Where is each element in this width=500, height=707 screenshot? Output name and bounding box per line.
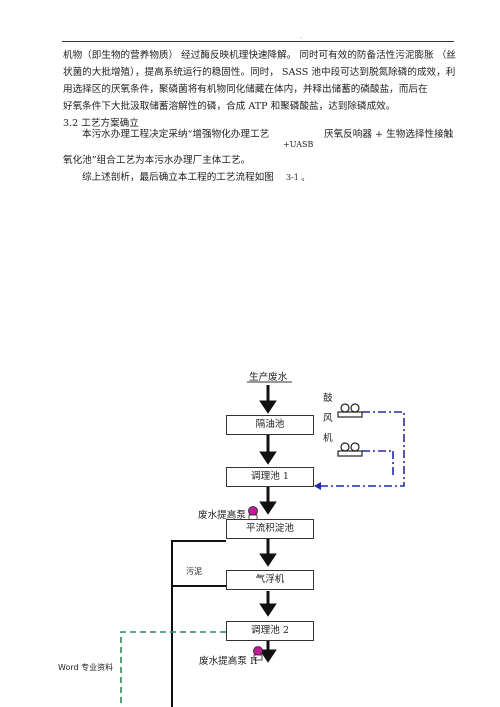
section-heading: 3.2 工艺方案确立 xyxy=(63,118,139,129)
sludge-label: 污泥 xyxy=(186,567,202,576)
pump-label-2: 废水提高泵 II xyxy=(199,656,258,667)
flow-arrows xyxy=(259,385,277,663)
tank-equalization-2: 调理池 2 xyxy=(226,621,314,641)
blower-label-char-3: 机 xyxy=(323,433,333,444)
tank-flotation: 气浮机 xyxy=(226,570,314,590)
figure-ref: 3-1 。 xyxy=(286,173,310,182)
pump-label-1: 废水提高泵 xyxy=(198,510,246,521)
uasb-label: +UASB xyxy=(283,140,314,149)
body-line-3: 用选择区的厌氧条件，聚磷菌将有机物同化储藏在体内，并释出储蓄的磷酸盐，而后在 xyxy=(63,84,428,95)
arrowhead-3 xyxy=(259,501,277,515)
source-label: 生产废水 xyxy=(249,372,288,383)
tank-grease-trap: 隔油池 xyxy=(226,415,314,435)
sludge-lines xyxy=(171,540,226,707)
body-line-2: 状菌的大批增殖），提高系统运行的稳固性。同时， SASS 池中段可达到脱氮除磷的… xyxy=(63,67,456,78)
arrowhead-6 xyxy=(259,649,277,663)
tank-equalization-1: 调理池 1 xyxy=(226,467,314,487)
body-line-6: 氧化池”组合工艺为本污水办理厂主体工艺。 xyxy=(63,155,251,166)
blower-icon-1 xyxy=(337,403,363,418)
body-line-1: 机物（即生物的营养物质） 经过酶反映机理快速降解。 同时可有效的防备活性污泥膨胀… xyxy=(63,50,456,61)
blower-icon-2 xyxy=(337,442,363,457)
return-line xyxy=(120,631,226,707)
body-line-7a: 综上述剖析，最后确立本工程的工艺流程如图 xyxy=(82,172,274,183)
blower-label-char-1: 鼓 xyxy=(323,393,333,404)
arrowhead-2 xyxy=(259,451,277,465)
air-supply-lines xyxy=(314,411,405,487)
body-line-5a: 本污水办理工程决定采纳“增强物化办理工艺 xyxy=(82,129,270,140)
blower-label-char-2: 风 xyxy=(323,413,333,424)
air-line-arrowhead xyxy=(314,482,321,490)
arrowhead-1 xyxy=(259,400,277,414)
header-dot: . xyxy=(300,33,302,40)
pump-icon-1 xyxy=(248,506,258,521)
air-line-outer xyxy=(314,411,405,487)
header-rule xyxy=(62,41,454,42)
footer-label: Word 专业资料 xyxy=(58,663,114,672)
tank-sedimentation: 平流积淀池 xyxy=(226,519,314,539)
body-line-4: 好氧条件下大批汲取储蓄溶解性的磷，合成 ATP 和聚磷酸盐，达到除磷成效。 xyxy=(63,101,396,112)
arrowhead-4 xyxy=(259,553,277,567)
arrowhead-5 xyxy=(259,603,277,617)
body-line-5b: 厌氧反响器 + 生物选择性接触 xyxy=(324,129,454,140)
sludge-main xyxy=(171,540,226,707)
pump-icon-2 xyxy=(253,646,263,661)
